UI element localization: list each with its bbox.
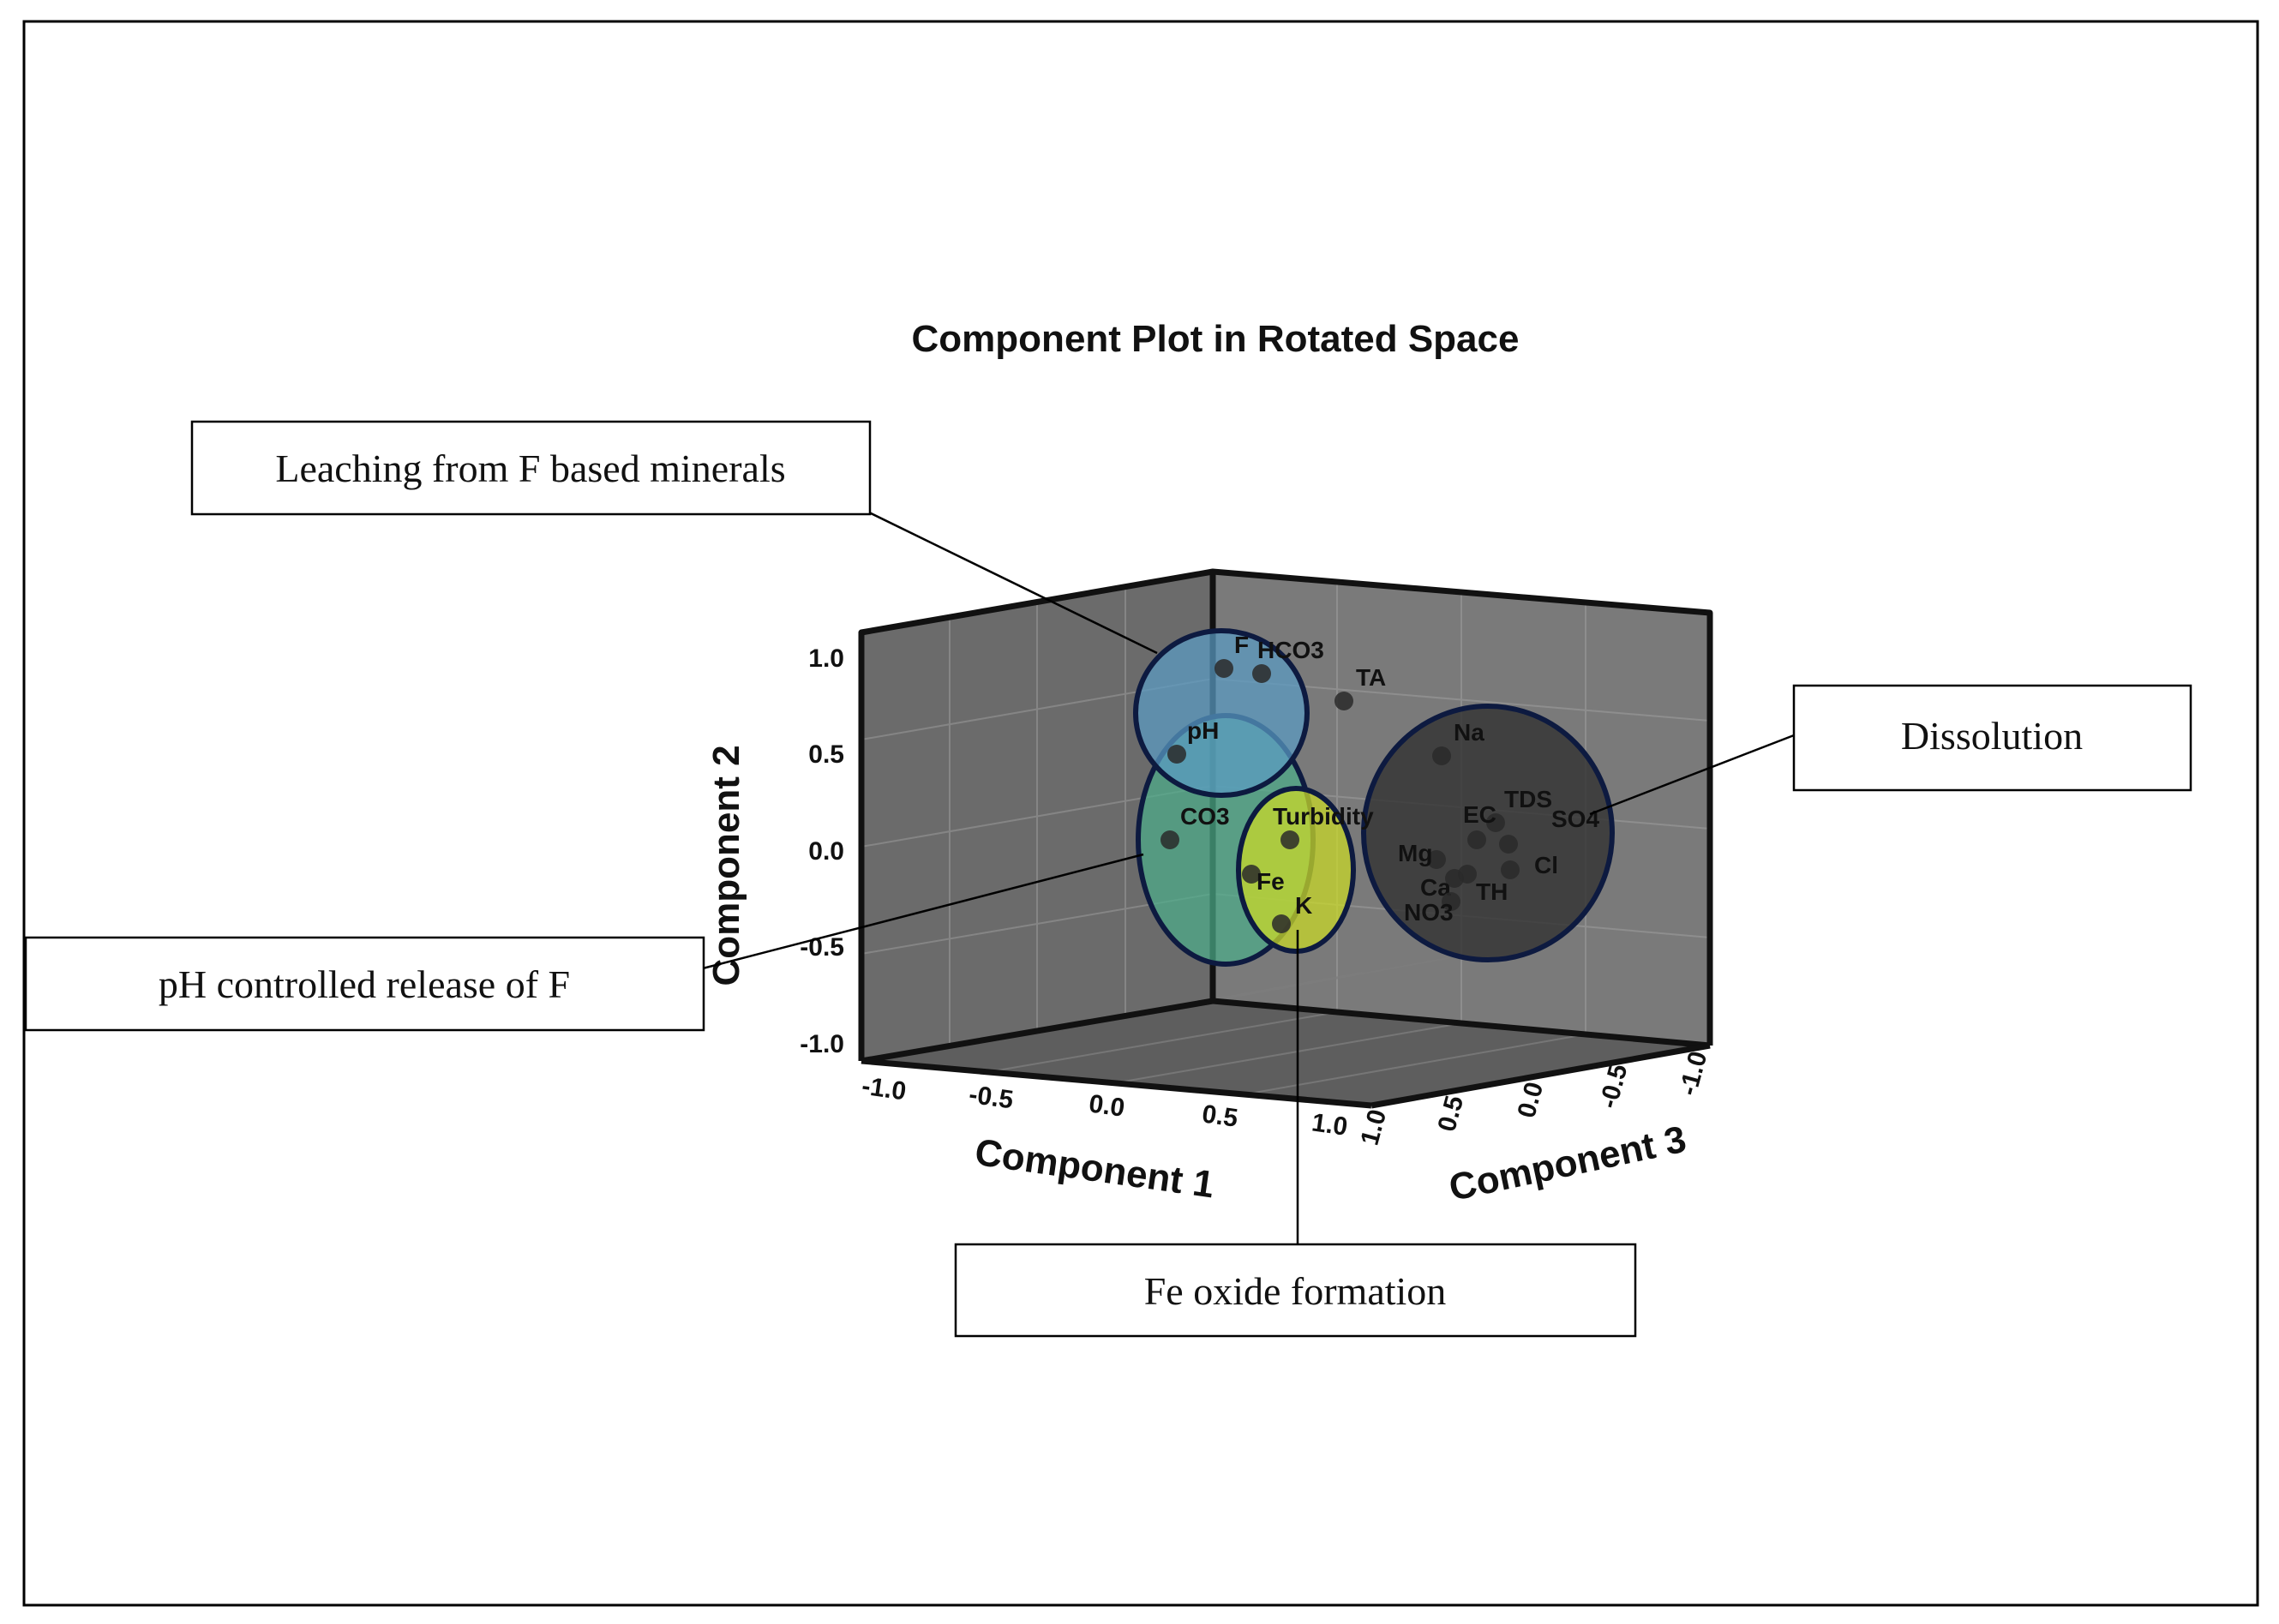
point-label-ta: TA bbox=[1356, 664, 1386, 691]
data-point-so4 bbox=[1499, 835, 1518, 854]
callout-dissolution: Dissolution bbox=[1792, 684, 2192, 792]
callout-box bbox=[1792, 684, 2192, 792]
x-tick-label: 1.0 bbox=[1310, 1108, 1349, 1141]
point-label-cl: Cl bbox=[1534, 852, 1558, 878]
x-tick-label: 0.5 bbox=[1200, 1100, 1239, 1132]
point-label-no3: NO3 bbox=[1404, 899, 1454, 926]
point-label-turbidity: Turbidity bbox=[1273, 803, 1374, 830]
data-point-fe bbox=[1242, 865, 1261, 884]
ellipse-fe-oxide bbox=[1236, 786, 1356, 954]
data-point-mg bbox=[1427, 850, 1446, 869]
data-point-cl bbox=[1501, 860, 1520, 879]
point-label-fe: Fe bbox=[1256, 868, 1285, 895]
callout-fe-oxide: Fe oxide formation bbox=[954, 1243, 1637, 1338]
data-point-ph bbox=[1167, 745, 1186, 764]
data-point-no3 bbox=[1442, 892, 1460, 911]
leader-lines bbox=[702, 510, 1795, 1246]
point-label-na: Na bbox=[1454, 719, 1484, 746]
point-label-ec: EC bbox=[1463, 801, 1496, 828]
y-tick-label: 1.0 bbox=[808, 644, 844, 673]
point-label-hco3: HCO3 bbox=[1257, 637, 1324, 663]
callout-label: Dissolution bbox=[1901, 714, 2083, 758]
callout-box bbox=[190, 420, 872, 516]
data-point-ta bbox=[1334, 692, 1353, 710]
data-point-k bbox=[1272, 914, 1291, 933]
data-point-turbidity bbox=[1280, 830, 1299, 849]
point-label-ph: pH bbox=[1187, 717, 1219, 744]
x-tick-label: -1.0 bbox=[860, 1072, 908, 1106]
x-tick-label: -0.5 bbox=[967, 1081, 1015, 1115]
y-tick-label: 0.0 bbox=[808, 837, 844, 866]
data-point-f bbox=[1214, 659, 1233, 678]
data-point-co3 bbox=[1160, 830, 1179, 849]
callout-box bbox=[24, 936, 705, 1032]
data-point-hco3 bbox=[1252, 664, 1271, 683]
y-tick-label: -1.0 bbox=[800, 1030, 844, 1058]
data-point-tds bbox=[1486, 813, 1505, 832]
x-tick-label: 0.0 bbox=[1087, 1089, 1126, 1122]
point-label-mg: Mg bbox=[1398, 840, 1432, 866]
callout-label: Leaching from F based minerals bbox=[275, 446, 785, 490]
data-point-na bbox=[1432, 746, 1451, 765]
y-axis-title: Component 2 bbox=[705, 745, 747, 986]
point-label-th: TH bbox=[1476, 878, 1508, 905]
point-label-f: F bbox=[1234, 632, 1249, 658]
y-axis: 1.0 0.5 0.0 -0.5 -1.0 Component 2 bbox=[705, 644, 844, 1058]
callout-label: pH controlled release of F bbox=[159, 962, 570, 1006]
point-label-k: K bbox=[1295, 892, 1312, 919]
data-point-th bbox=[1458, 865, 1477, 884]
point-label-co3: CO3 bbox=[1180, 803, 1230, 830]
point-label-tds: TDS bbox=[1504, 786, 1552, 812]
y-tick-label: 0.5 bbox=[808, 740, 844, 769]
chart-title: Component Plot in Rotated Space bbox=[912, 318, 1520, 360]
callout-box bbox=[954, 1243, 1637, 1338]
callout-ph-release: pH controlled release of F bbox=[24, 936, 705, 1032]
callout-label: Fe oxide formation bbox=[1144, 1269, 1447, 1313]
point-label-so4: SO4 bbox=[1551, 806, 1599, 832]
callout-leaching: Leaching from F based minerals bbox=[190, 420, 872, 516]
ellipse-dissolution bbox=[1361, 704, 1615, 962]
data-point-ec bbox=[1467, 830, 1486, 849]
